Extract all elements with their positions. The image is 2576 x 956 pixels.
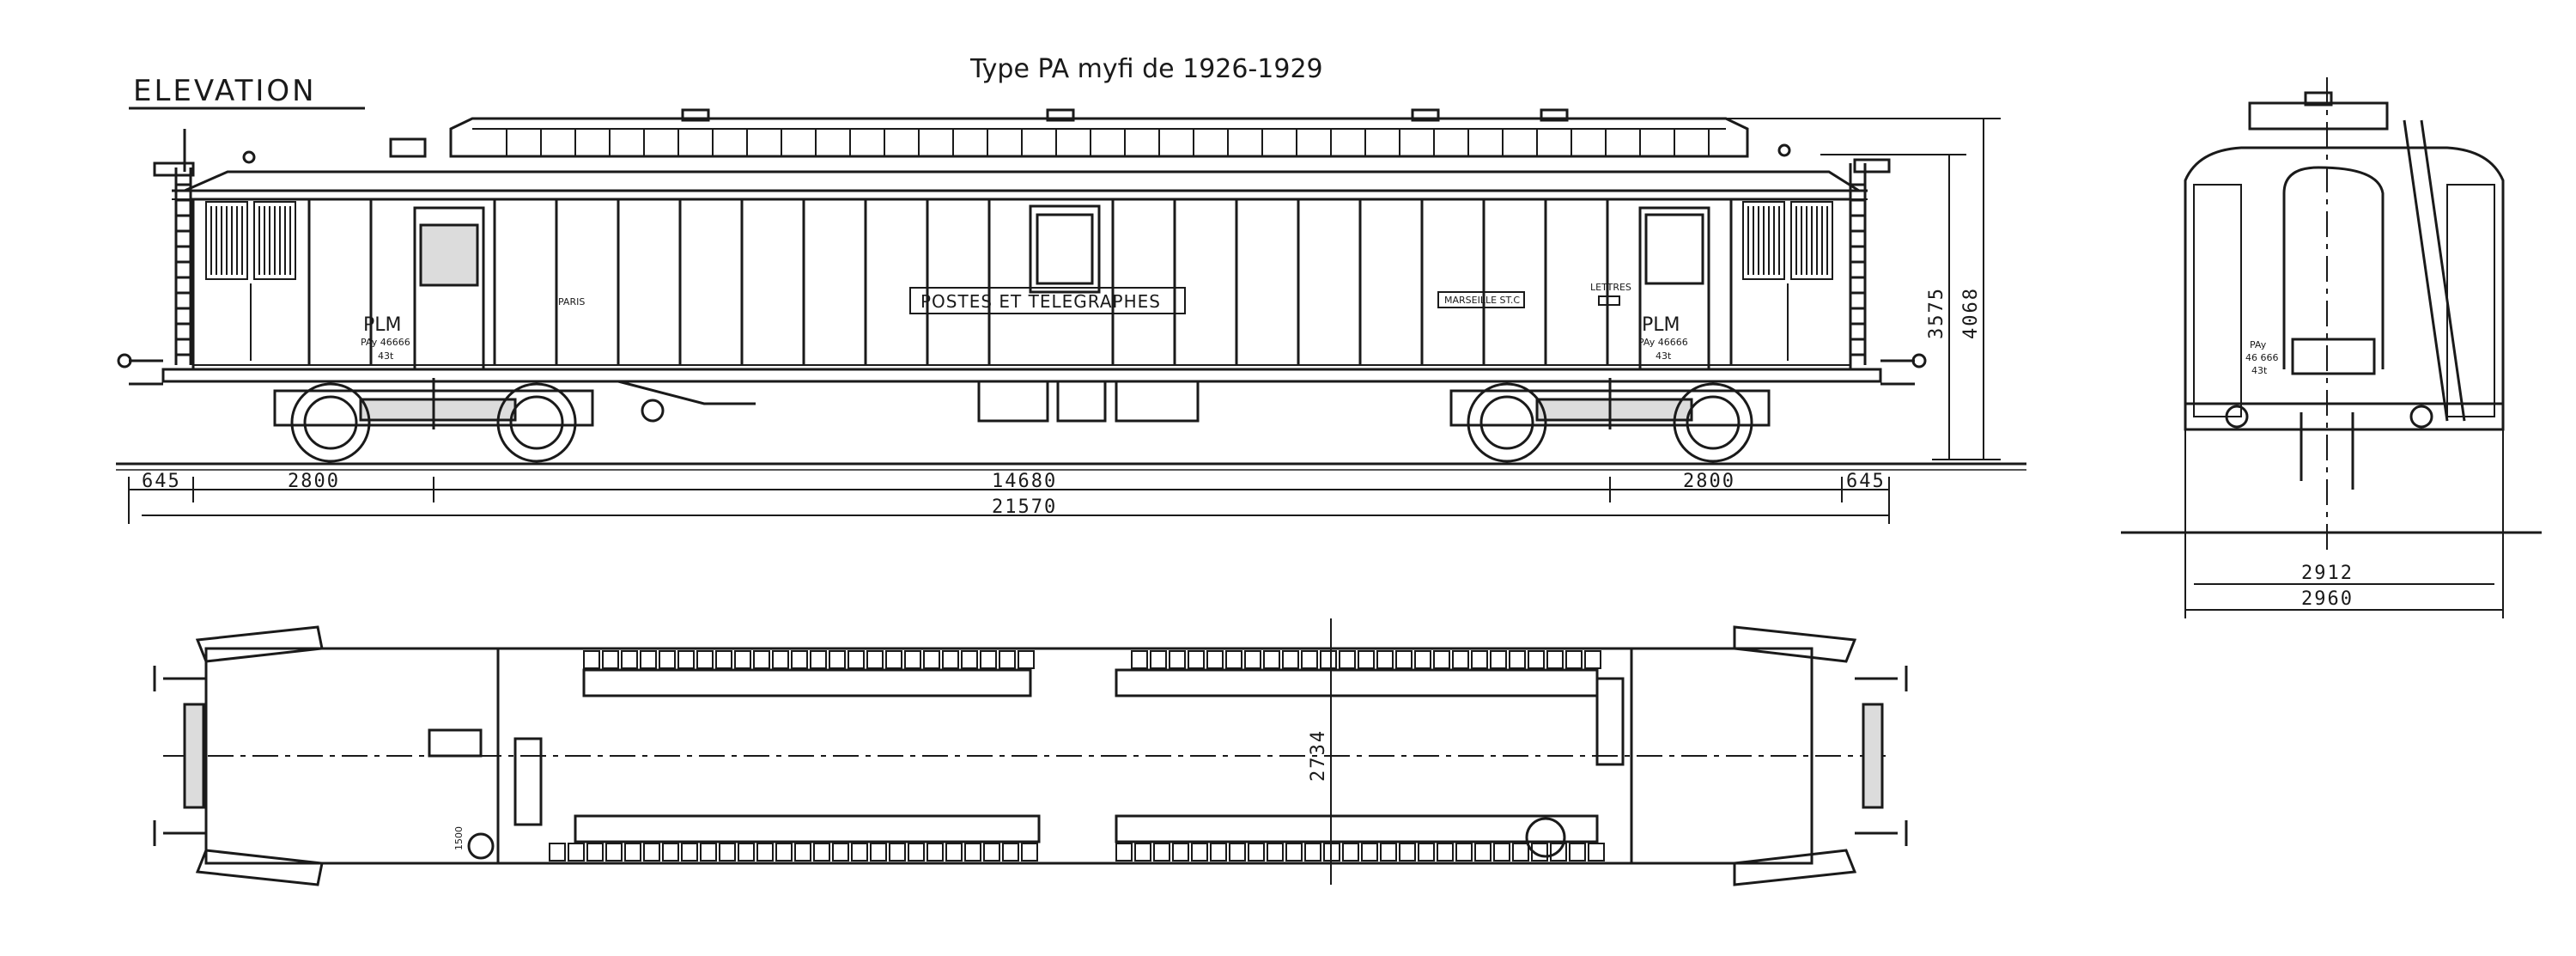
roof-lantern [449,117,1749,158]
end-ladder-left [153,129,256,365]
city-label: PARIS [558,296,585,308]
svg-text:46 666: 46 666 [2245,352,2279,363]
svg-text:PAy: PAy [2250,339,2267,350]
svg-text:PAy 46666: PAy 46666 [361,337,410,348]
roof [184,170,1860,192]
plan-outline [204,647,1814,865]
height-dimensions [1717,118,2001,460]
bogie-left [273,378,594,463]
body-height-label: 3575 [1926,287,1947,339]
svg-text:PLM: PLM [1642,314,1680,336]
dim-length-over-buffers: 21570 [992,496,1057,518]
letter-box: LETTRES [1590,282,1631,306]
svg-text:PAy 46666: PAy 46666 [1638,337,1688,348]
roof-vents [389,108,1569,158]
end-width-total: 2960 [2301,588,2354,610]
svg-text:43t: 43t [378,350,394,362]
end-profile [2184,146,2505,431]
svg-text:LETTRES: LETTRES [1590,282,1631,293]
left-vestibule [205,201,296,361]
left-company-marking: PLM PAy 46666 43t [361,314,410,362]
underframe [161,368,1882,383]
dim-overhang-right: 645 [1846,471,1886,492]
end-view: PAy 46 666 43t 2912 2960 [2121,77,2542,618]
svg-text:POSTES ET TELEGRAPHES: POSTES ET TELEGRAPHES [920,291,1161,312]
left-door [413,206,485,371]
svg-text:PLM: PLM [363,314,402,336]
svg-text:MARSEILLE ST.C: MARSEILLE ST.C [1444,295,1520,306]
center-plate: POSTES ET TELEGRAPHES [909,287,1186,314]
dim-wheelbase-right: 2800 [1683,471,1735,492]
svg-text:43t: 43t [1656,350,1672,362]
underfloor-equipment [617,380,1200,423]
buffers [117,353,1927,386]
end-view-marking: PAy 46 666 43t [2245,339,2279,376]
plan-view: 2734 1500 [153,618,1908,886]
plan-door-width: 1500 [453,826,465,850]
bogie-right [1449,378,1771,463]
right-vestibule [1742,201,1833,361]
end-gangway [2282,166,2385,369]
elevation-heading: ELEVATION [129,74,365,110]
right-company-marking: PLM PAy 46666 43t [1638,314,1688,362]
dim-bogie-centres: 14680 [992,471,1057,492]
total-height-label: 4068 [1960,287,1982,339]
end-width-body: 2912 [2301,563,2354,584]
svg-text:43t: 43t [2251,365,2268,376]
length-dimensions [128,477,1890,524]
elevation-view: POSTES ET TELEGRAPHES PLM PAy 46666 43t … [116,108,2026,524]
dim-overhang-left: 645 [142,471,181,492]
end-ladder-right [1777,143,1891,365]
dim-wheelbase-left: 2800 [288,471,340,492]
drawing-title: Type PA myfi de 1926-1929 [969,54,1323,84]
route-board: MARSEILLE ST.C [1437,291,1525,308]
plan-interior-width: 2734 [1308,729,1329,782]
center-window [1029,204,1101,294]
svg-text:ELEVATION: ELEVATION [133,74,317,108]
